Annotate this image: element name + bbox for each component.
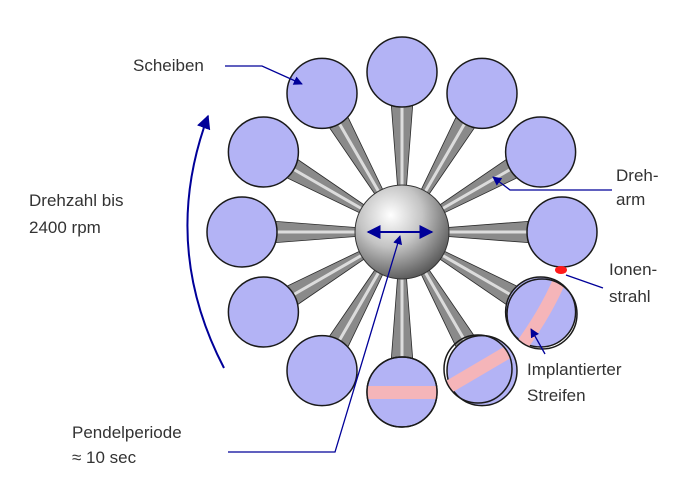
label-scheiben: Scheiben (133, 56, 204, 75)
label-implantierter-line2: Streifen (527, 386, 586, 405)
label-implantierter-line1: Implantierter (527, 360, 622, 379)
disc-1 (366, 36, 438, 108)
label-dreharm-line2: arm (616, 190, 646, 209)
implanted-stripe-disc-bottom (367, 386, 437, 399)
label-ionenstrahl-line1: Ionen- (609, 260, 658, 279)
disc-8 (286, 334, 358, 407)
disc-outline-bottom (366, 356, 438, 428)
disc-4 (526, 196, 598, 268)
label-drehzahl-line2: 2400 rpm (29, 218, 101, 237)
disc-11 (227, 116, 300, 188)
leader-dreharm (492, 176, 612, 191)
disc-outline-lower-right (443, 334, 513, 404)
leader-ionenstrahl (565, 274, 604, 289)
label-ionenstrahl-line2: strahl (609, 287, 651, 306)
label-pendelperiode-line2: ≈ 10 sec (72, 448, 137, 467)
disc-12 (286, 57, 358, 130)
ion-beam-spot (555, 266, 567, 274)
disc-2 (446, 57, 518, 130)
label-dreharm-line1: Dreh- (616, 166, 659, 185)
leader-implantierter-streifen (530, 328, 546, 355)
disc-3 (504, 116, 577, 188)
implanted-stripe-disc-lower-right (444, 339, 512, 398)
disc-9 (227, 276, 300, 348)
leader-scheiben (225, 65, 303, 85)
leader-pendelperiode (228, 235, 402, 453)
label-drehzahl-line1: Drehzahl bis (29, 191, 124, 210)
rotation-arrow (186, 114, 225, 369)
disc-10 (206, 196, 278, 268)
disc-group (206, 36, 598, 428)
label-pendelperiode-line1: Pendelperiode (72, 423, 182, 442)
